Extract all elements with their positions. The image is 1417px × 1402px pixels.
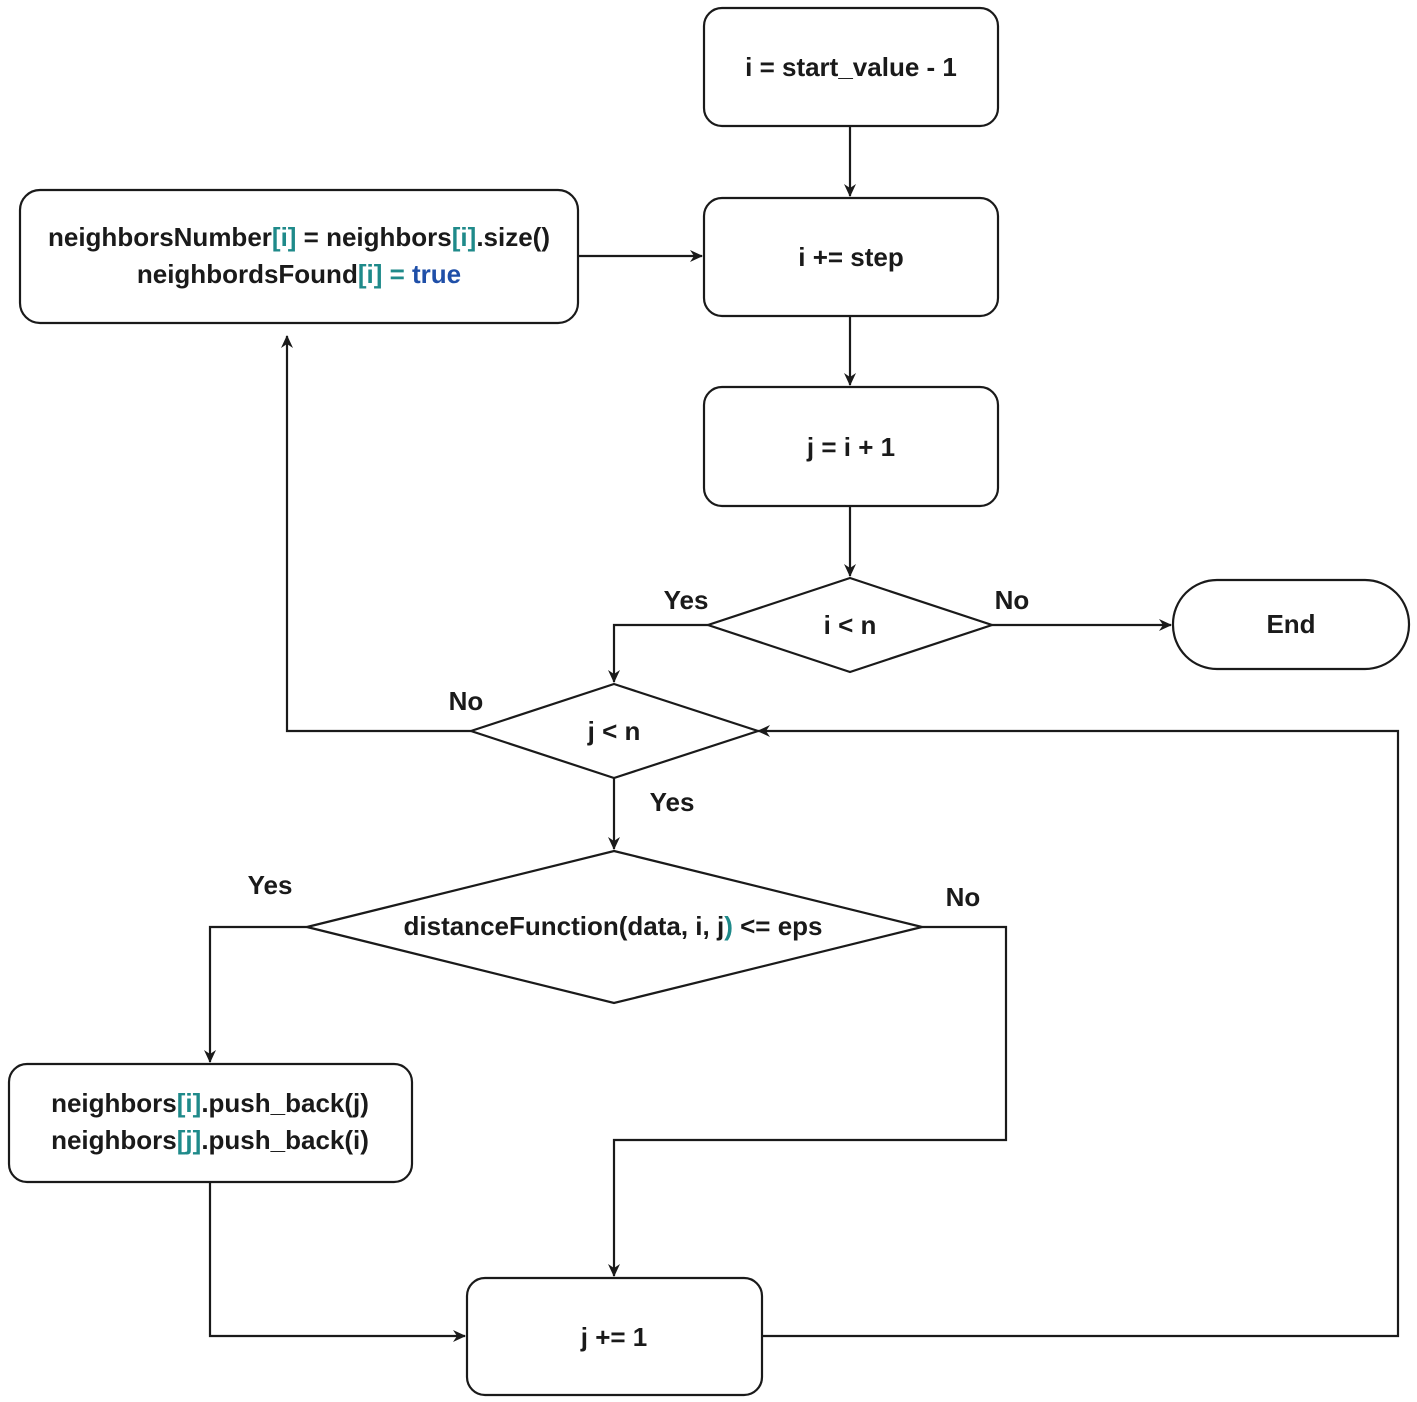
- edge-cond-j-no-to-record: [281, 335, 471, 733]
- node-record: neighborsNumber[i] = neighbors[i].size()…: [18, 188, 580, 325]
- text-segment: distanceFunction(data, i, j: [404, 911, 725, 941]
- text-segment: = neighbors: [296, 222, 451, 252]
- incr-i-text: i += step: [798, 242, 904, 272]
- edge-incr-j-loop-to-cond-j: [757, 725, 1400, 1338]
- incr-j-text: j += 1: [580, 1322, 648, 1352]
- edge-cond-dist-no-to-incr-j: [608, 925, 1008, 1277]
- end-terminator: [1171, 578, 1411, 671]
- node-incr-j: j += 1: [465, 1276, 764, 1397]
- node-incr-i: i += step: [702, 196, 1000, 318]
- incr-j-box: [465, 1276, 764, 1397]
- end-text: End: [1266, 609, 1315, 639]
- record-box: [18, 188, 580, 325]
- init-j-box: [702, 385, 1000, 508]
- node-end: End: [1171, 578, 1411, 671]
- init-i-text: i = start_value - 1: [745, 52, 957, 82]
- text-segment: [i]: [177, 1088, 202, 1118]
- edge-cond-i-yes-to-cond-j: [608, 623, 708, 683]
- record-line-2: neighbordsFound[i] = true: [137, 259, 461, 289]
- text-segment: neighbordsFound: [137, 259, 358, 289]
- push-box: [7, 1062, 414, 1184]
- record-line-1: neighborsNumber[i] = neighbors[i].size(): [48, 222, 550, 252]
- cond-dist-yes-label: Yes: [248, 870, 293, 900]
- text-segment: <= eps: [733, 911, 823, 941]
- cond-dist-text: distanceFunction(data, i, j) <= eps: [404, 911, 823, 941]
- edge-cond-dist-yes-to-push: [204, 925, 307, 1063]
- text-segment: neighbors: [51, 1125, 177, 1155]
- text-segment: [i]: [272, 222, 297, 252]
- cond-j-no-label: No: [449, 686, 484, 716]
- cond-i-no-label: No: [995, 585, 1030, 615]
- cond-i-text: i < n: [824, 610, 877, 640]
- init-j-text: j = i + 1: [806, 432, 895, 462]
- text-segment: [i]: [358, 259, 383, 289]
- push-line-1: neighbors[i].push_back(j): [51, 1088, 369, 1118]
- text-segment: neighbors: [51, 1088, 177, 1118]
- node-cond-i: i < n: [704, 576, 996, 674]
- cond-i-yes-label: Yes: [664, 585, 709, 615]
- text-segment: =: [382, 259, 412, 289]
- cond-dist-no-label: No: [946, 882, 981, 912]
- text-segment: [i]: [452, 222, 477, 252]
- cond-i-diamond: [704, 576, 996, 674]
- cond-dist-diamond: [306, 849, 923, 1005]
- node-cond-j: j < n: [467, 682, 762, 780]
- cond-j-diamond: [467, 682, 762, 780]
- text-segment: neighborsNumber: [48, 222, 272, 252]
- edge-push-to-incr-j: [208, 1182, 466, 1342]
- edge-labels: Yes No No Yes Yes No: [248, 585, 1030, 912]
- text-segment: ): [724, 911, 733, 941]
- push-line-2: neighbors[j].push_back(i): [51, 1125, 369, 1155]
- text-segment: [j]: [177, 1125, 202, 1155]
- node-push: neighbors[i].push_back(j) neighbors[j].p…: [7, 1062, 414, 1184]
- node-init-j: j = i + 1: [702, 385, 1000, 508]
- text-segment: true: [412, 259, 461, 289]
- node-cond-dist: distanceFunction(data, i, j) <= eps: [306, 849, 923, 1005]
- edges: [204, 126, 1400, 1342]
- cond-j-yes-label: Yes: [650, 787, 695, 817]
- text-segment: .push_back(j): [201, 1088, 369, 1118]
- init-i-box: [702, 6, 1000, 128]
- text-segment: .size(): [476, 222, 550, 252]
- node-init-i: i = start_value - 1: [702, 6, 1000, 128]
- cond-j-text: j < n: [587, 716, 641, 746]
- incr-i-box: [702, 196, 1000, 318]
- text-segment: .push_back(i): [201, 1125, 369, 1155]
